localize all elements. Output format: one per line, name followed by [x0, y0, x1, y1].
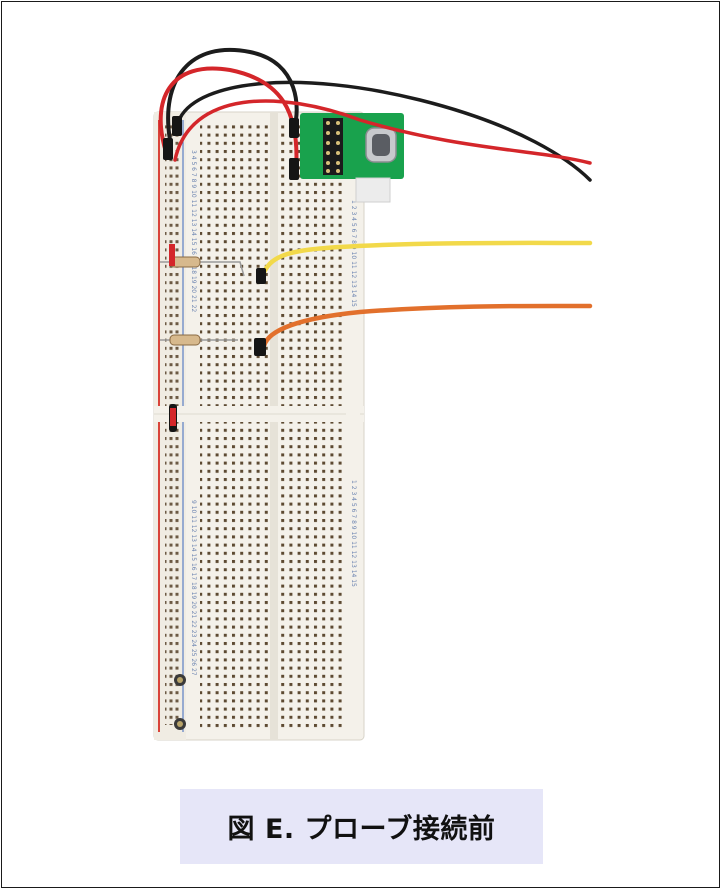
- breadboard: 1 2 3 4 5 6 7 8 9 10 11 12 13 14 15 1 2 …: [153, 111, 365, 741]
- usb-c-breakout-board: [300, 113, 404, 203]
- svg-text:9 10 11 12 13 14 15 16 17 18 1: 9 10 11 12 13 14 15 16 17 18 19 20 21 22…: [190, 500, 197, 676]
- resistors: [160, 256, 245, 346]
- figure-caption-box: 図 E. プローブ接続前: [180, 789, 543, 864]
- figure-caption: 図 E. プローブ接続前: [227, 814, 496, 845]
- jumper-connectors: [163, 116, 299, 356]
- svg-text:1 2 3 4 5 6 7 8 9 10 11 12 13: 1 2 3 4 5 6 7 8 9 10 11 12 13 14 15: [350, 200, 357, 307]
- rail-jumpers: [169, 244, 177, 432]
- svg-text:3 4 5 6 7 8 9 10 11 12 13 14 1: 3 4 5 6 7 8 9 10 11 12 13 14 15 16 17 18…: [190, 150, 197, 312]
- rail-screws: [174, 674, 186, 730]
- breadboard-photo: 1 2 3 4 5 6 7 8 9 10 11 12 13 14 15 1 2 …: [153, 47, 593, 741]
- svg-text:1 2 3 4 5 6 7 8 9 10 11 12 13: 1 2 3 4 5 6 7 8 9 10 11 12 13 14 15: [350, 480, 357, 587]
